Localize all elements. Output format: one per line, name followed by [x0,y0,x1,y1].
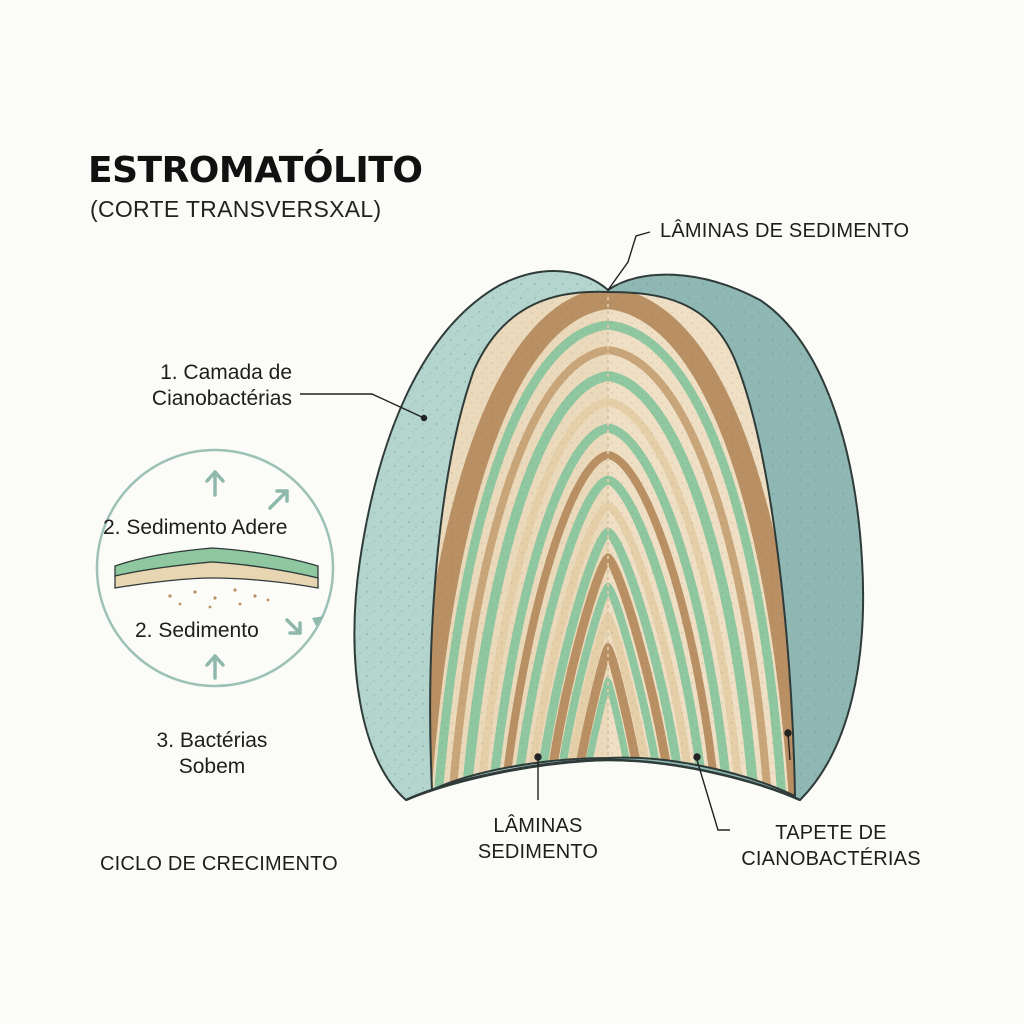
label-camada-line1: 1. Camada de [160,361,292,384]
label-laminas-sedimento-top: LÂMINAS DE SEDIMENTO [660,220,910,242]
arrow-diagonal-icon [285,618,302,635]
label-tapete-cianobacterias: TAPETE DE CIANOBACTÉRIAS [736,820,926,872]
label-sedimento: 2. Sedimento [135,619,259,642]
sediment-layer-icon [114,547,319,609]
label-tapete-line2: CIANOBACTÉRIAS [741,848,921,870]
arrow-up-icon [205,470,225,497]
page-title: ESTROMATÓLITO [88,150,423,191]
label-camada-line2: Cianobactérias [151,387,292,410]
label-tapete-line1: TAPETE DE [775,822,887,844]
label-bacterias-line2: Sobem [178,755,246,778]
label-bacterias-line1: 3. Bactérias [156,729,268,752]
label-ciclo-de-crecimento: CICLO DE CRECIMENTO [100,853,338,875]
label-laminas-line1: LÂMINAS [493,815,583,837]
leader-lines [300,231,792,831]
label-camada-cianobacterias: 1. Camada de Cianobactérias [132,360,292,412]
growth-cycle [95,448,335,688]
page-subtitle: (CORTE TRANSVERSXAL) [90,196,382,222]
label-bacterias-sobem: 3. Bactérias Sobem [132,728,292,780]
arrow-up-icon [205,654,225,680]
arrow-diagonal-icon [268,489,289,510]
label-laminas-line2: SEDIMENTO [477,841,599,863]
label-sedimento-adere: 2. Sedimento Adere [103,516,288,539]
label-laminas-sedimento-bottom: LÂMINAS SEDIMENTO [458,813,618,865]
